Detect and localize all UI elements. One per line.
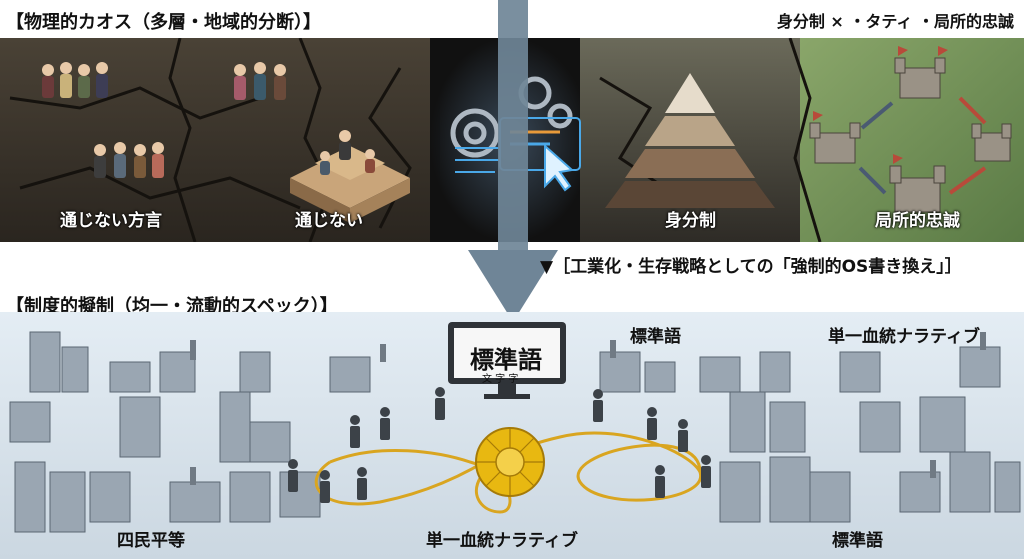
monitor-icon — [448, 322, 566, 399]
label-local-loyalty: 局所的忠誠 — [875, 211, 960, 231]
people-group-bottom-left — [94, 142, 164, 178]
monitor-title: 標準語 — [470, 346, 542, 374]
castle-icons — [809, 46, 1012, 213]
label-standard-bottom: 標準語 — [832, 531, 883, 551]
label-lineage-bottom: 単一血統ナラティブ — [426, 531, 578, 551]
stepped-platform — [290, 130, 410, 223]
factory-icons — [190, 332, 986, 485]
city-panel: 標準語 文 字 字 標準語 単一血統ナラティブ 四民平等 単一血統ナラティブ 標… — [0, 312, 1024, 559]
label-lineage-top: 単一血統ナラティブ — [828, 327, 980, 347]
crack-lines — [9, 38, 822, 242]
label-dialect: 通じない方言 — [60, 211, 162, 231]
people-group-left — [42, 62, 108, 98]
label-caste: 身分制 — [665, 211, 716, 231]
top-left-title: 【物理的カオス（多層・地域的分断）】 — [6, 12, 321, 33]
label-standard-top: 標準語 — [630, 327, 681, 347]
walking-people — [288, 387, 711, 503]
transition-caption: ▼［工業化・生存戦略としての「強制的OS書き換え」］ — [540, 257, 962, 277]
chrysanthemum-emblem — [475, 427, 545, 497]
transition-arrow — [468, 0, 558, 322]
loyalty-arrows — [858, 96, 987, 195]
buildings-left — [9, 331, 371, 533]
golden-path — [329, 431, 702, 514]
monitor-subtitle: 文 字 字 — [482, 374, 519, 385]
label-not-understood: 通じない — [295, 211, 363, 231]
label-four-classes: 四民平等 — [117, 531, 185, 551]
caste-pyramid-icon — [605, 73, 775, 208]
people-group-center — [234, 62, 286, 100]
buildings-right — [599, 346, 1021, 523]
top-right-title: 身分制 × ・タティ ・局所的忠誠 — [776, 12, 1014, 31]
bottom-title: 【制度的擬制（均一・流動的スペック）】 — [6, 296, 338, 317]
